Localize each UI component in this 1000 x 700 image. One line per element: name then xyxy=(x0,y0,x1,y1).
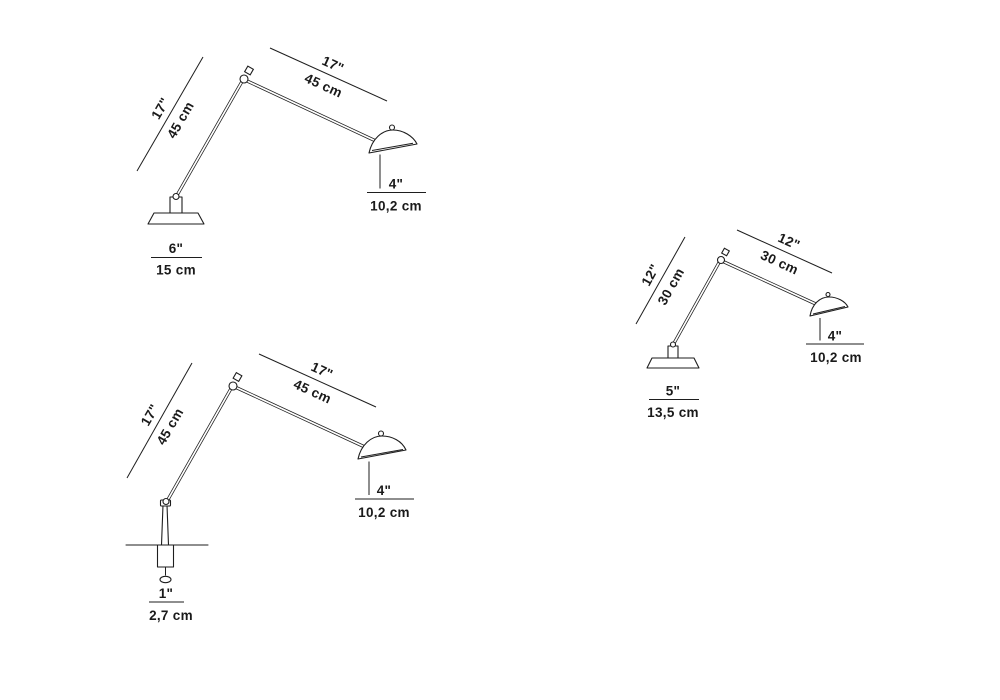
lamp2-spring-knob xyxy=(720,247,731,257)
lamp1-upper-arm-core xyxy=(244,79,379,143)
lamp1-base-pivot xyxy=(172,192,180,201)
lamp3-head-cm-label: 10,2 cm xyxy=(358,505,410,520)
lamp3-elbow-joint xyxy=(228,381,238,391)
lamp3-clamp-stem xyxy=(160,504,170,546)
lamp3-lower-arm-core xyxy=(165,384,234,504)
lamp2-head-inches-label: 4" xyxy=(828,329,843,344)
lamp3-base-pivot xyxy=(162,497,170,506)
lamp3-upper-arm-core xyxy=(234,386,368,449)
lamp1-lower-arm-core xyxy=(175,77,245,198)
lamp1-lower-arm-dim-line xyxy=(136,56,204,172)
lamp1-head-inches-label: 4" xyxy=(389,177,404,192)
lamp3-head-inches-label: 4" xyxy=(377,483,392,498)
lamp2-base-cm-label: 13,5 cm xyxy=(647,405,699,420)
lamp1-elbow-joint xyxy=(239,74,249,84)
lamp2-base-inches-label: 5" xyxy=(666,384,681,399)
lamp3-clamp-knob xyxy=(159,575,172,584)
lamp3-head xyxy=(357,435,407,460)
lamp2-upper-arm-core xyxy=(721,260,819,306)
lamp1-lower-arm-inches-label: 17" xyxy=(148,95,172,122)
lamp3-clamp-bracket xyxy=(156,544,175,568)
lamp1-base xyxy=(147,212,205,225)
lamp1-upper-arm-dim-line xyxy=(269,47,388,102)
lamp1-head-finial xyxy=(388,124,396,131)
lamp3-lower-arm-dim-line xyxy=(126,362,193,479)
lamp1-head-rim-line xyxy=(371,142,414,151)
lamp2-head-rim-line xyxy=(812,306,846,315)
lamp3-clamp-inches-label: 1" xyxy=(159,586,174,601)
lamp2-lower-arm-core xyxy=(672,258,722,346)
lamp2-base xyxy=(646,357,700,369)
lamp2-head-finial xyxy=(825,291,831,298)
lamp1-spring-knob xyxy=(243,65,255,76)
lamp2-base-pivot xyxy=(669,341,677,348)
lamp3-lower-arm-inches-label: 17" xyxy=(138,402,162,429)
lamp2-lower-arm-dim-line xyxy=(635,236,686,325)
lamp1-base-inches-label: 6" xyxy=(169,241,184,256)
lamp1-head-cm-label: 10,2 cm xyxy=(370,199,422,214)
lamp2-upper-arm-dim-line xyxy=(736,229,833,274)
lamp1-base-cm-label: 15 cm xyxy=(156,263,196,278)
lamp2-base-stem xyxy=(667,345,679,359)
lamp2-elbow-joint xyxy=(716,255,726,265)
lamp3-head-rim-line xyxy=(360,449,404,458)
lamp2-table-base-small: 12" 30 cm 12" 30 cm 4" 10,2 cm 5" 13,5 c… xyxy=(635,229,864,420)
lamp3-clamp-mount: 17" 45 cm 17" 45 cm 4" 10,2 cm 1" 2,7 cm xyxy=(125,353,414,623)
lamp3-spring-knob xyxy=(232,371,243,383)
lamp2-head-cm-label: 10,2 cm xyxy=(810,350,862,365)
lamp1-table-base-large: 17" 45 cm 17" 45 cm 4" 10,2 cm 6" 15 cm xyxy=(136,47,426,278)
lamp3-clamp-cm-label: 2,7 cm xyxy=(149,608,193,623)
lamp3-upper-arm-dim-line xyxy=(258,353,377,408)
lamp3-head-finial xyxy=(377,430,385,437)
lamp2-head xyxy=(809,296,849,317)
